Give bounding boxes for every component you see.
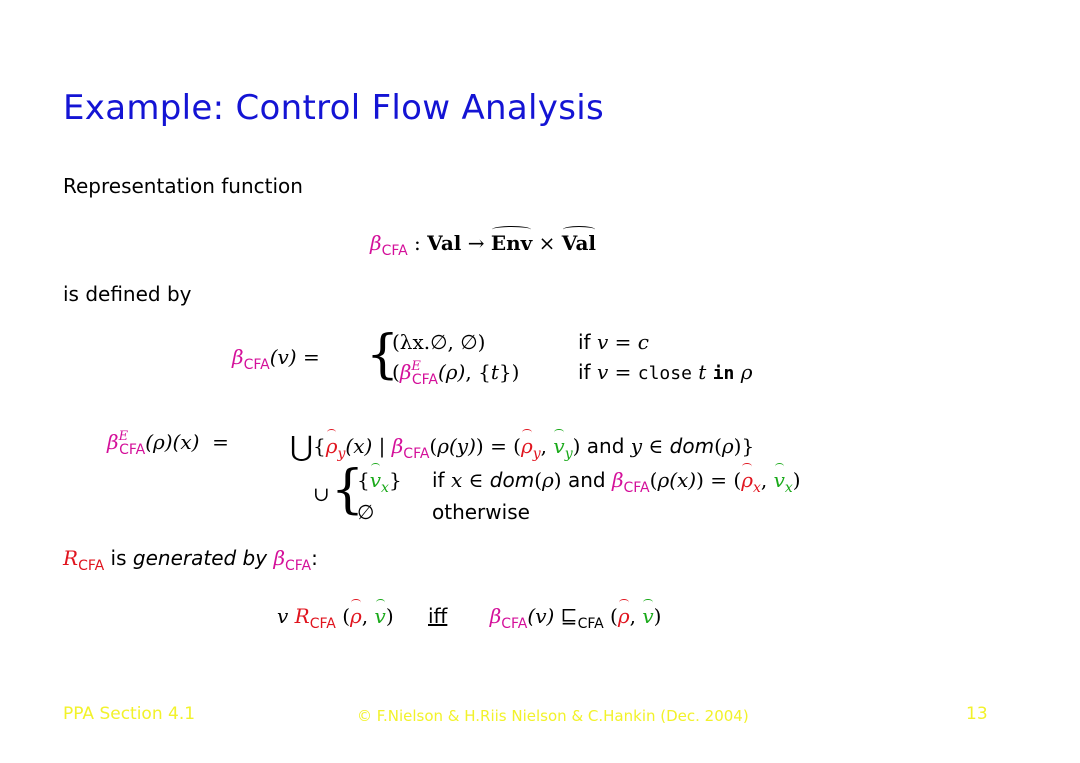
cfa-subscript: CFA xyxy=(411,372,438,388)
footer-page-number: 13 xyxy=(966,704,988,724)
case2-cond-text: v = xyxy=(596,360,638,384)
if-text: if xyxy=(578,360,591,384)
cfa-subscript: CFA xyxy=(309,616,336,632)
val-domain: Val xyxy=(427,231,462,255)
cfa-subscript: CFA xyxy=(285,558,312,574)
dom-text: dom xyxy=(669,434,715,458)
relation-formula: v RCFA (ρ, v) iff βCFA(v) ⊑CFA (ρ, v) xyxy=(277,599,662,632)
case3-left: {vx} xyxy=(357,463,402,496)
dom-text: dom xyxy=(489,468,535,492)
iff-text: iff xyxy=(428,604,448,628)
beta-symbol: β xyxy=(107,430,119,454)
cfa-subscript: CFA xyxy=(243,357,270,373)
beta-symbol: β xyxy=(611,468,624,492)
is-text: is xyxy=(110,546,127,570)
footer-copyright: © F.Nielson & H.Riis Nielson & C.Hankin … xyxy=(357,707,749,725)
beta-symbol: β xyxy=(399,360,412,384)
if-text: if xyxy=(578,330,591,354)
cfa-subscript: CFA xyxy=(403,446,430,462)
footer-section: PPA Section 4.1 xyxy=(63,704,196,724)
beta-symbol: β xyxy=(273,546,286,570)
cfa-subscript: CFA xyxy=(78,558,105,574)
beta-symbol: β xyxy=(391,434,404,458)
cfa-subscript: CFA xyxy=(501,616,528,632)
times-symbol: × xyxy=(538,231,556,255)
env-hat: Env xyxy=(490,226,533,255)
defined-by-text: is defined by xyxy=(63,282,192,306)
left-brace-2: { xyxy=(331,460,365,520)
case2-left: (βECFA(ρ), {t}) xyxy=(392,359,520,388)
val-hat: Val xyxy=(561,226,597,255)
case1-cond-text: v = c xyxy=(596,330,649,354)
slide-title: Example: Control Flow Analysis xyxy=(63,88,604,128)
cfa-subscript: CFA xyxy=(119,442,146,458)
in-keyword: in xyxy=(712,363,735,384)
beta-e-union-line: ⋃{ρy(x) | βCFA(ρ(y)) = (ρy, vy) and y ∈ … xyxy=(290,429,755,463)
close-keyword: close xyxy=(637,363,692,384)
and-text: and xyxy=(586,434,625,458)
cfa-subscript: CFA xyxy=(623,480,650,496)
beta-e-lhs: βECFA(ρ)(x) = xyxy=(107,429,229,458)
generated-by-text: generated by xyxy=(132,546,268,570)
case2-condition: if v = close t in ρ xyxy=(578,360,753,384)
union-symbol: ∪ xyxy=(313,482,330,506)
case1-condition: if v = c xyxy=(578,330,649,354)
generated-by-line: RCFA is generated by βCFA: xyxy=(63,546,318,574)
beta-cfa-definition-lhs: βCFA(v) = xyxy=(232,345,320,373)
beta-symbol: β xyxy=(370,231,382,255)
arrow-symbol: → xyxy=(467,231,485,255)
and-text: and xyxy=(567,468,606,492)
otherwise-text: otherwise xyxy=(432,500,530,524)
case4-left: ∅ xyxy=(357,500,375,524)
beta-symbol: β xyxy=(489,604,502,628)
beta-symbol: β xyxy=(232,345,244,369)
case1-left: (λx.∅, ∅) xyxy=(392,330,486,354)
case3-condition: if x ∈ dom(ρ) and βCFA(ρ(x)) = (ρx, vx) xyxy=(432,463,801,496)
case4-condition: otherwise xyxy=(432,500,530,524)
if-text: if xyxy=(432,468,445,492)
intro-text: Representation function xyxy=(63,174,303,198)
cfa-subscript: CFA xyxy=(577,616,604,632)
left-brace: { xyxy=(366,325,400,385)
cfa-subscript: CFA xyxy=(381,243,408,259)
signature-formula: βCFA : Val → Env × Val xyxy=(370,226,597,259)
